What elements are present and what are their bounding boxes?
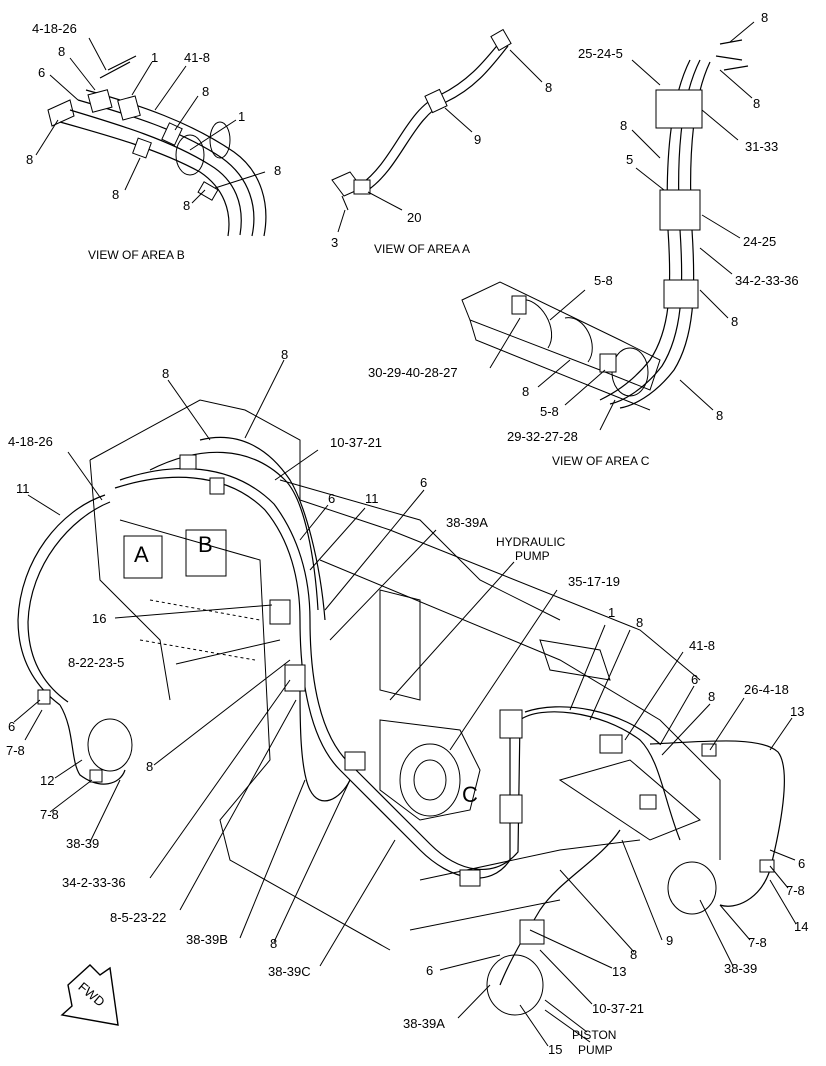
area-b-marker [185, 529, 227, 577]
callout-label: 8 [731, 314, 738, 329]
callout-label: 8 [162, 366, 169, 381]
callout-label: 8 [270, 936, 277, 951]
callout-label: 10-37-21 [592, 1001, 644, 1016]
callout-label: 1 [151, 50, 158, 65]
area-a-marker [123, 535, 163, 579]
callout-label: 12 [40, 773, 54, 788]
view-area-b-drawing [47, 55, 267, 237]
area-b-letter: B [198, 532, 213, 557]
callout-label: 8-22-23-5 [68, 655, 124, 670]
callout-label: 13 [612, 964, 626, 979]
callout-label: 5-8 [540, 404, 559, 419]
callout-label: 8 [761, 10, 768, 25]
callout-label: 38-39B [186, 932, 228, 947]
callout-label: 5 [626, 152, 633, 167]
piston-pump-label-1: PISTON [572, 1028, 616, 1042]
callout-label: 24-25 [743, 234, 776, 249]
callout-label: 1 [238, 109, 245, 124]
callout-label: 38-39A [446, 515, 488, 530]
callout-label: 8 [753, 96, 760, 111]
callout-label: 6 [798, 856, 805, 871]
callout-label: 11 [16, 481, 30, 496]
callout-label: 8 [620, 118, 627, 133]
callout-label: 7-8 [40, 807, 59, 822]
callout-label: 34-2-33-36 [62, 875, 126, 890]
callout-label: 41-8 [689, 638, 715, 653]
callout-label: 25-24-5 [578, 46, 623, 61]
callout-label: 8 [545, 80, 552, 95]
callout-label: 9 [666, 933, 673, 948]
callout-label: 6 [426, 963, 433, 978]
callout-label: 30-29-40-28-27 [368, 365, 458, 380]
fwd-arrow: FWD [60, 964, 119, 1026]
view-area-b-title: VIEW OF AREA B [88, 248, 185, 262]
callout-label: 1 [608, 605, 615, 620]
callout-label: 8 [708, 689, 715, 704]
view-area-c-drawing [461, 39, 749, 411]
callout-label: 26-4-18 [744, 682, 789, 697]
callout-label: 8 [281, 347, 288, 362]
callout-label: 14 [794, 919, 808, 934]
callout-label: 38-39C [268, 964, 311, 979]
callout-label: 9 [474, 132, 481, 147]
callout-label: 6 [38, 65, 45, 80]
callout-label: 6 [328, 491, 335, 506]
callout-label: 31-33 [745, 139, 778, 154]
area-a-letter: A [134, 542, 149, 567]
area-c-letter: C [462, 782, 478, 807]
callout-label: 15 [548, 1042, 562, 1057]
piston-pump-label-2: PUMP [578, 1043, 613, 1057]
callout-label: 29-32-27-28 [507, 429, 578, 444]
main-leaders [13, 359, 797, 1047]
callout-label: 8 [630, 947, 637, 962]
main-hoses [17, 436, 785, 1016]
callout-label: 8 [58, 44, 65, 59]
callout-label: 8 [716, 408, 723, 423]
callout-label: 8 [146, 759, 153, 774]
callout-label: 8 [274, 163, 281, 178]
callout-label: 8 [636, 615, 643, 630]
callout-label: 6 [420, 475, 427, 490]
callout-label: 38-39A [403, 1016, 445, 1031]
callout-label: 4-18-26 [8, 434, 53, 449]
callout-label: 38-39 [66, 836, 99, 851]
callout-label: 7-8 [748, 935, 767, 950]
callout-label: 34-2-33-36 [735, 273, 799, 288]
callout-label: 6 [691, 672, 698, 687]
callout-label: 11 [365, 491, 379, 506]
callout-label: 7-8 [786, 883, 805, 898]
main-assembly-frame [89, 399, 721, 951]
callout-label: 6 [8, 719, 15, 734]
callout-label: 3 [331, 235, 338, 250]
callout-label: 35-17-19 [568, 574, 620, 589]
callout-label: 5-8 [594, 273, 613, 288]
fwd-label: FWD [75, 979, 107, 1010]
callout-label: 16 [92, 611, 106, 626]
callout-label: 8 [183, 198, 190, 213]
callout-label: 4-18-26 [32, 21, 77, 36]
callout-label: 41-8 [184, 50, 210, 65]
hydraulic-pump-label-1: HYDRAULIC [496, 535, 566, 549]
callout-label: 8 [522, 384, 529, 399]
callout-label: 8 [202, 84, 209, 99]
callout-label: 13 [790, 704, 804, 719]
callout-label: 8-5-23-22 [110, 910, 166, 925]
callout-label: 38-39 [724, 961, 757, 976]
callout-label: 10-37-21 [330, 435, 382, 450]
callout-label: 20 [407, 210, 421, 225]
hydraulic-pump-label-2: PUMP [515, 549, 550, 563]
view-area-c-title: VIEW OF AREA C [552, 454, 650, 468]
callout-label: 8 [112, 187, 119, 202]
view-area-a-title: VIEW OF AREA A [374, 242, 470, 256]
callout-label: 8 [26, 152, 33, 167]
callout-label: 7-8 [6, 743, 25, 758]
view-area-a-drawing [331, 28, 512, 211]
